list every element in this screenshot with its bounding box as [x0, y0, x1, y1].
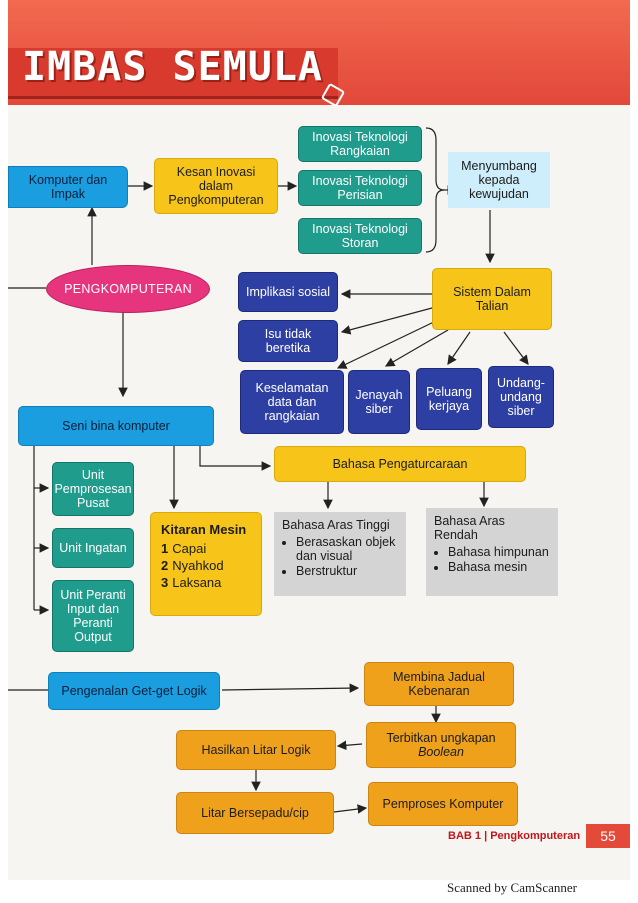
- tinggi-item: Berasaskan objek dan visual: [296, 535, 398, 563]
- terbitkan-label: Terbitkan ungkapan: [386, 731, 496, 745]
- node-pemproses-komputer: Pemproses Komputer: [368, 782, 518, 826]
- page-number: 55: [586, 824, 630, 848]
- node-hasilkan-litar: Hasilkan Litar Logik: [176, 730, 336, 770]
- node-undang-siber: Undang-undang siber: [488, 366, 554, 428]
- node-unit-ingatan: Unit Ingatan: [52, 528, 134, 568]
- node-komputer-impak: Komputer dan Impak: [8, 166, 128, 208]
- title-strip: [8, 48, 338, 99]
- connector-lines: [8, 127, 529, 814]
- node-menyumbang: Menyumbang kepada kewujudan: [448, 152, 550, 208]
- node-jadual-kebenaran: Membina Jadual Kebenaran: [364, 662, 514, 706]
- rendah-title: Bahasa Aras Rendah: [434, 514, 505, 542]
- page: IMBAS SEMULA: [8, 0, 630, 880]
- node-inovasi-rangkaian: Inovasi Teknologi Rangkaian: [298, 126, 422, 162]
- footer-chapter: BAB 1 | Pengkomputeran: [448, 830, 581, 842]
- node-jenayah-siber: Jenayah siber: [348, 370, 410, 434]
- node-peluang-kerjaya: Peluang kerjaya: [416, 368, 482, 430]
- rendah-item: Bahasa himpunan: [448, 545, 549, 559]
- node-get-get-logik: Pengenalan Get-get Logik: [48, 672, 220, 710]
- node-upp: Unit Pemprosesan Pusat: [52, 462, 134, 516]
- node-inovasi-perisian: Inovasi Teknologi Perisian: [298, 170, 422, 206]
- node-bahasa-aras-rendah: Bahasa Aras Rendah Bahasa himpunan Bahas…: [426, 508, 558, 596]
- node-implikasi-sosial: Implikasi sosial: [238, 272, 338, 312]
- node-bahasa-aras-tinggi: Bahasa Aras Tinggi Berasaskan objek dan …: [274, 512, 406, 596]
- rendah-item: Bahasa mesin: [448, 560, 549, 574]
- kitaran-title: Kitaran Mesin: [161, 522, 247, 537]
- node-pengkomputeran: PENGKOMPUTERAN: [46, 265, 210, 313]
- boolean-label: Boolean: [418, 745, 464, 759]
- node-terbitkan-ungkapan: Terbitkan ungkapan Boolean: [366, 722, 516, 768]
- node-keselamatan: Keselamatan data dan rangkaian: [240, 370, 344, 434]
- node-bahasa-pengaturcaraan: Bahasa Pengaturcaraan: [274, 446, 526, 482]
- node-kesan-inovasi: Kesan Inovasi dalam Pengkomputeran: [154, 158, 278, 214]
- node-sistem-dalam-talian: Sistem Dalam Talian: [432, 268, 552, 330]
- node-inovasi-storan: Inovasi Teknologi Storan: [298, 218, 422, 254]
- node-unit-peranti: Unit Peranti Input dan Peranti Output: [52, 580, 134, 652]
- node-isu-tidak-beretika: Isu tidak beretika: [238, 320, 338, 362]
- node-seni-bina: Seni bina komputer: [18, 406, 214, 446]
- scan-watermark: Scanned by CamScanner: [447, 880, 577, 895]
- page-title: IMBAS SEMULA: [22, 44, 323, 90]
- tinggi-title: Bahasa Aras Tinggi: [282, 518, 390, 532]
- tinggi-item: Berstruktur: [296, 564, 398, 578]
- node-litar-bersepadu: Litar Bersepadu/cip: [176, 792, 334, 834]
